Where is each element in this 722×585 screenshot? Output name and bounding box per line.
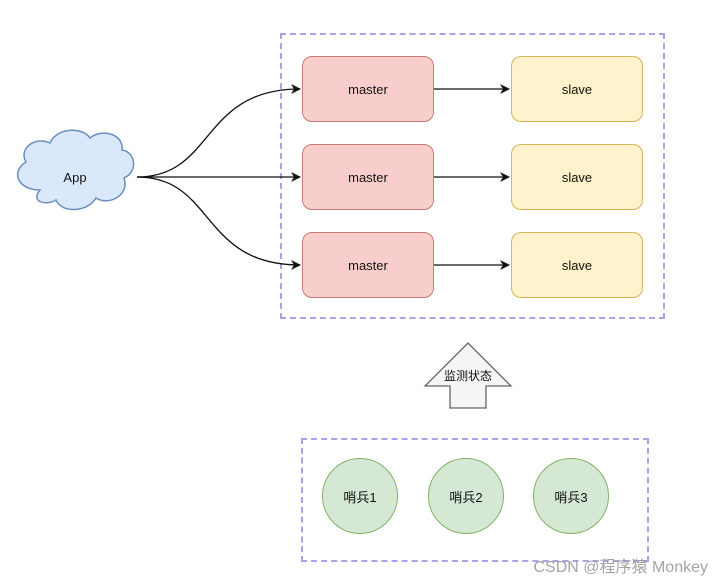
slave-node-1: slave <box>511 56 643 122</box>
app-to-master-1-edge <box>136 84 301 178</box>
app-label: App <box>63 169 87 185</box>
sentinel-node-2: 哨兵2 <box>428 458 504 534</box>
master-node-1: master <box>302 56 434 122</box>
watermark: CSDN @程序猿 Monkey <box>533 559 709 576</box>
slave-node-2: slave <box>511 144 643 210</box>
sentinel-node-1: 哨兵1 <box>322 458 398 534</box>
slave-node-3: slave <box>511 232 643 298</box>
app-to-master-3-edge <box>136 176 301 270</box>
monitor-status-label: 监测状态 <box>443 368 492 383</box>
master-node-3: master <box>302 232 434 298</box>
sentinel-group <box>301 438 649 562</box>
master-node-2: master <box>302 144 434 210</box>
sentinel-node-3: 哨兵3 <box>533 458 609 534</box>
